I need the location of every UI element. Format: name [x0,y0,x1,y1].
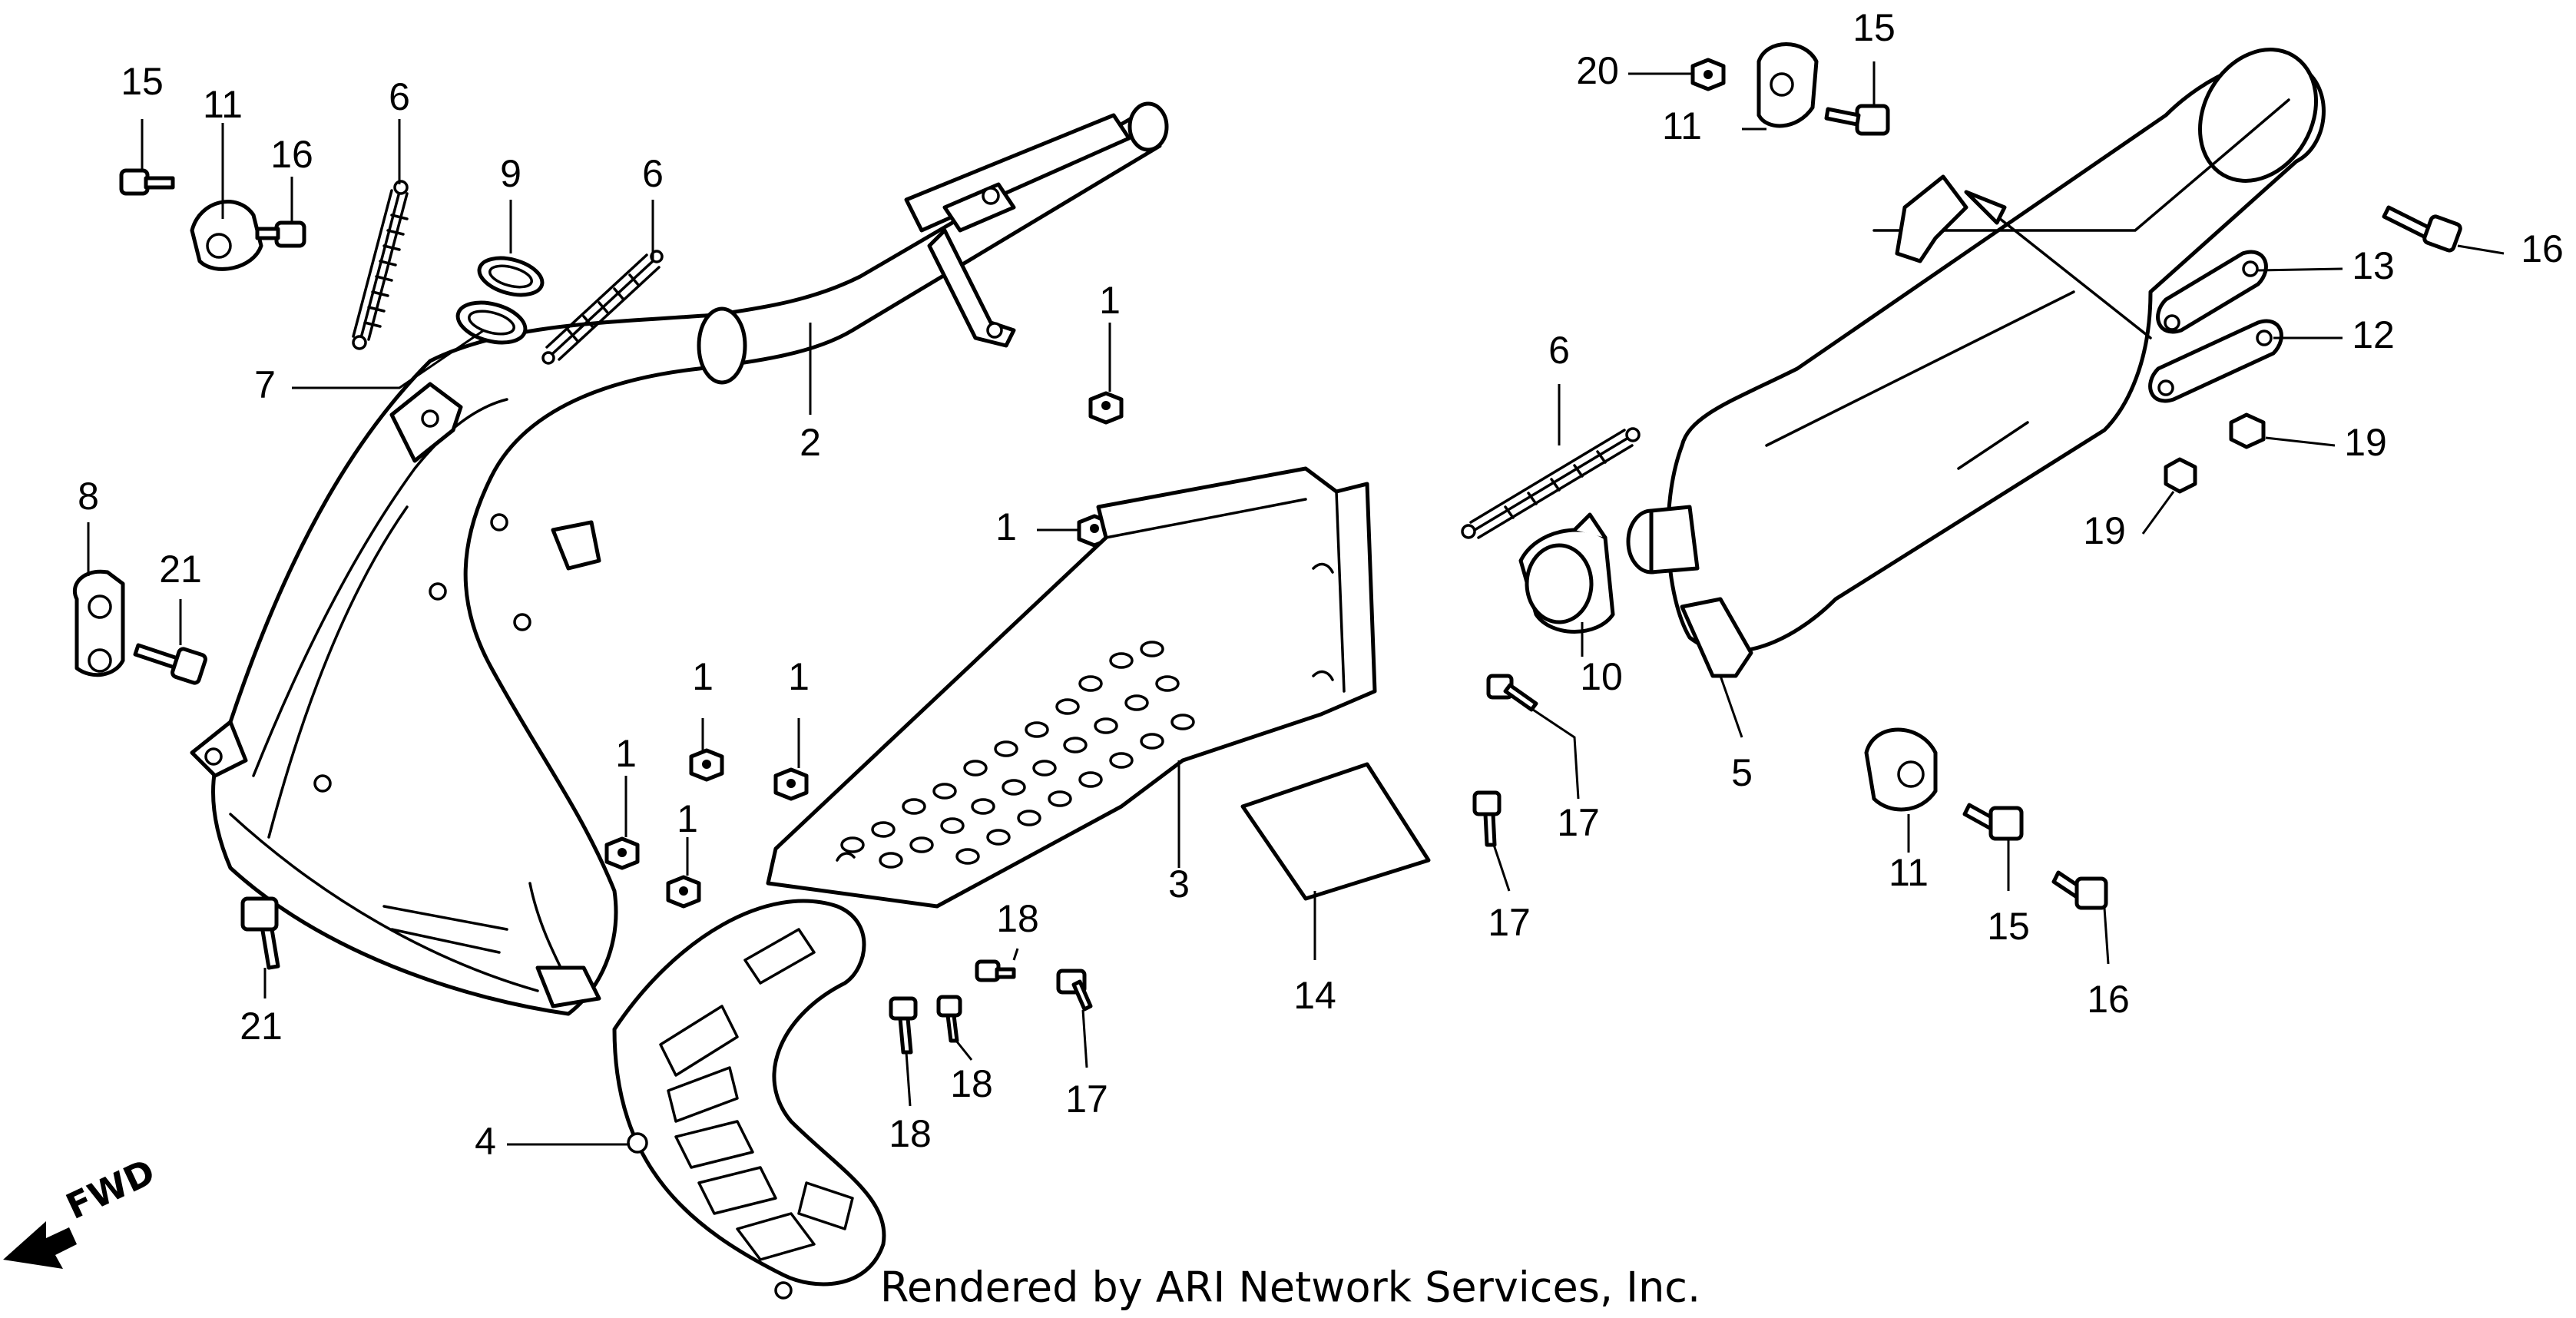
callout-17-middle: 17 [1488,901,1531,944]
gasket-part-9 [477,256,545,297]
callout-1-middle-left: 1 [995,505,1017,548]
forward-direction-arrow: FWD [3,1151,161,1269]
callout-1-lower-right: 1 [788,655,810,698]
gasket-part-7 [455,300,528,345]
screw-part-18-b [936,995,962,1043]
spring-part-6-center [541,250,664,365]
bolt-part-15-left [119,168,175,196]
nut-part-20 [1690,58,1726,91]
callout-1-top: 1 [1099,279,1121,322]
callout-21-upper: 21 [159,548,202,591]
nut-part-1-f [666,875,701,909]
callout-1-lower-center: 1 [692,655,714,698]
bolt-part-21-lower [240,896,280,970]
callout-18-upper: 18 [996,897,1039,940]
callout-19-lower: 19 [2083,509,2126,552]
leader-lines [87,61,2505,1146]
callout-1-bottom: 1 [677,797,698,840]
callout-3: 3 [1168,863,1190,906]
callout-4: 4 [475,1120,496,1163]
gasket-sheet-part-14 [1240,762,1431,901]
spring-part-6-right [1461,427,1641,539]
callout-2: 2 [800,421,821,464]
callout-20: 20 [1576,49,1619,92]
screw-part-18-c [975,959,1016,982]
callout-11-lower-right: 11 [1889,851,1929,894]
bolt-part-16-left [255,220,306,248]
bolt-part-15-upper-right [1824,104,1890,136]
washer-part-19-lower [2164,457,2197,494]
clamp-part-8 [72,569,125,677]
bolt-part-15-lower-right [1962,803,2024,841]
callout-15-lower-right: 15 [1987,905,2030,948]
bolt-part-21-upper [133,643,207,685]
callout-18-middle: 18 [950,1062,993,1105]
callout-15-upper-right: 15 [1853,6,1896,49]
callout-10: 10 [1580,655,1623,698]
callout-16-lower-right: 16 [2087,978,2130,1021]
clamp-part-11-upper-right [1757,42,1819,128]
plate-part-13 [2156,250,2268,334]
callout-6-upper-left: 6 [389,75,410,118]
callout-6-right: 6 [1548,329,1570,372]
nut-part-1-c [689,748,724,782]
screw-part-17-mid [1472,790,1502,847]
callout-1-lower-left: 1 [615,732,637,775]
exhaust-pipe-part-2 [190,101,1169,1016]
callout-18-lower: 18 [889,1112,932,1155]
callout-21-lower: 21 [240,1005,283,1048]
screw-part-18-a [889,996,918,1055]
callout-17-lower: 17 [1065,1078,1108,1121]
spring-part-6-left [352,180,409,350]
clamp-part-11-left [190,200,263,271]
lower-guard-part-4 [612,899,886,1300]
screw-part-17-upper [1486,674,1538,712]
callout-17-upper: 17 [1557,801,1600,844]
bolt-part-16-lower-right [2051,870,2108,910]
callout-14: 14 [1293,974,1336,1017]
bolt-part-16-upper-right [2382,205,2462,253]
forward-direction-label: FWD [60,1151,161,1227]
nut-part-1-d [773,767,809,801]
callout-12: 12 [2352,313,2395,356]
callout-13: 13 [2352,244,2395,287]
heat-shield-perforations [840,641,1195,869]
nut-part-1-e [604,836,640,870]
nut-part-1-a [1088,391,1124,425]
screw-part-17-lower [1056,969,1093,1012]
muffler-part-5 [1626,48,2326,678]
heat-shield-part-3 [766,466,1377,909]
washer-part-19-upper [2229,412,2266,449]
callout-8: 8 [78,475,99,518]
callout-5: 5 [1731,751,1753,794]
callout-labels: 15 11 16 6 9 6 7 2 1 8 21 1 1 1 1 1 3 4 … [78,6,2564,1163]
callout-16-upper-right: 16 [2521,227,2564,270]
callout-11-upper-left: 11 [203,83,243,126]
attribution-footer: Rendered by ARI Network Services, Inc. [880,1263,1700,1312]
callout-9: 9 [500,152,521,195]
callout-16-upper-left: 16 [270,133,313,176]
connector-part-10 [1518,512,1615,634]
callout-19-upper: 19 [2344,421,2387,464]
callout-7: 7 [254,363,276,406]
callout-11-upper-right: 11 [1662,104,1702,147]
callout-15-upper-left: 15 [121,60,164,103]
callout-6-center: 6 [642,152,664,195]
plate-part-12 [2148,319,2283,403]
clamp-part-11-lower-right [1864,727,1938,812]
